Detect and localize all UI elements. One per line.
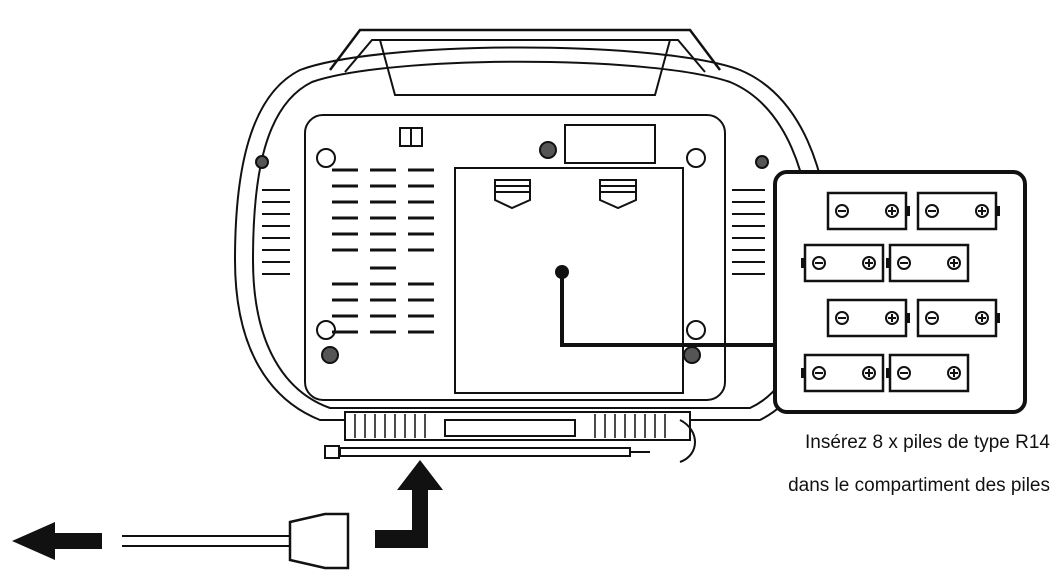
power-cord: [122, 512, 350, 570]
bottom-stand: [344, 411, 691, 441]
battery-inset: [773, 170, 1027, 414]
instruction-line-1: Insérez 8 x piles de type R14: [804, 432, 1050, 453]
ac-socket-slot: [444, 419, 576, 437]
battery-cell: [886, 243, 970, 283]
rear-speaker-vents: [332, 168, 434, 334]
boombox-body: [233, 28, 832, 463]
battery-compartment-cover: [454, 167, 684, 394]
battery-cell: [886, 353, 970, 393]
right-side-grille: [732, 189, 765, 275]
up-arrow: [375, 460, 443, 548]
leader-line: [555, 265, 778, 347]
ac-plug: [288, 512, 350, 570]
battery-cell: [801, 353, 885, 393]
battery-cell: [916, 191, 1000, 231]
battery-cell: [826, 191, 910, 231]
battery-cell: [801, 243, 885, 283]
rear-panel: [304, 114, 726, 401]
battery-cell: [826, 298, 910, 338]
battery-layout: [801, 191, 1000, 393]
label-plate: [564, 124, 656, 164]
antenna: [324, 419, 696, 463]
left-arrow: [12, 522, 102, 560]
cover-latches: [494, 179, 637, 210]
instruction-line-2: dans le compartiment des piles: [788, 475, 1050, 496]
battery-cell: [916, 298, 1000, 338]
left-side-grille: [262, 189, 290, 275]
